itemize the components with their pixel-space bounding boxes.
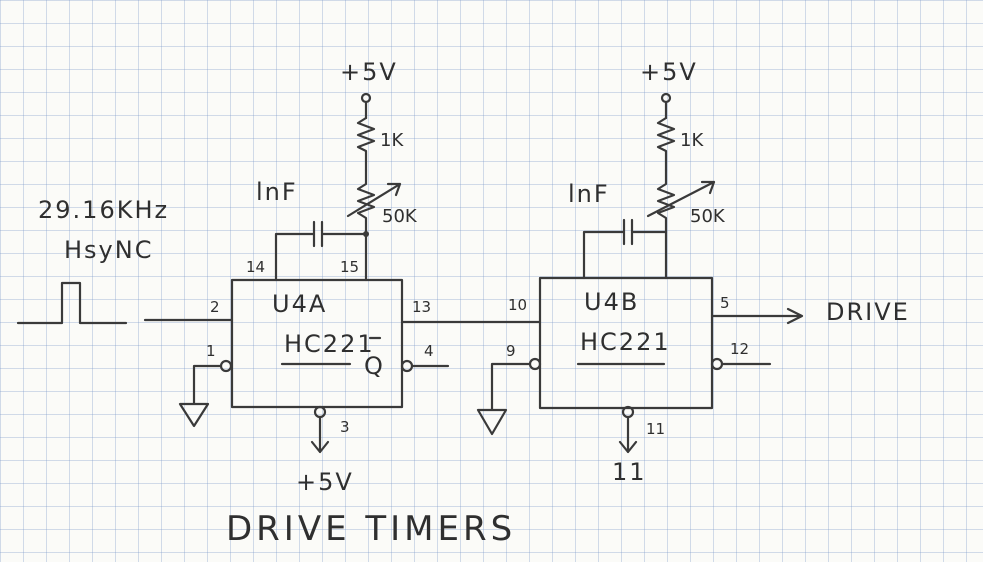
diagram-title: DRIVE TIMERS <box>226 509 516 549</box>
u4a-pin2-label: 2 <box>210 298 220 316</box>
u4a-pin1-label: 1 <box>206 342 216 360</box>
u4a-ground-symbol <box>178 364 223 428</box>
hsync-pulse-waveform <box>16 281 128 325</box>
hsync-name-label: HsyNC <box>64 236 153 264</box>
chip-u4a-qbar-label: Q <box>364 352 385 380</box>
chip-u4a-name: U4A <box>272 290 327 318</box>
chip-u4a-part: HC221 <box>284 330 375 358</box>
u4a-pin4-bubble <box>400 359 414 373</box>
u4a-resistor-label: 1K <box>380 130 404 151</box>
u4a-pin1-bubble <box>219 359 233 373</box>
u4b-ground-symbol <box>476 362 532 436</box>
u4a-pin14-label: 14 <box>246 258 265 276</box>
u4a-pin4-label: 4 <box>424 342 434 360</box>
u4a-resistor-1k <box>356 116 376 172</box>
u4b-pin11-label: 11 <box>646 420 665 438</box>
u4a-clear-supply-label: +5V <box>296 468 354 496</box>
u4b-pin10-label: 10 <box>508 296 527 314</box>
u4a-pin15-label: 15 <box>340 258 359 276</box>
u4b-pin5-label: 5 <box>720 294 730 312</box>
u4b-capacitor-label: lnF <box>568 180 610 208</box>
u4b-pin12-label: 12 <box>730 340 749 358</box>
u4a-pot-label: 50K <box>382 206 418 227</box>
drive-output-arrow <box>710 307 804 325</box>
u4b-pot-label: 50K <box>690 206 726 227</box>
u4b-resistor-label: 1K <box>680 130 704 151</box>
u4b-potentiometer-50k <box>656 168 676 234</box>
drive-output-label: DRIVE <box>826 298 910 326</box>
chip-u4b-name: U4B <box>584 288 639 316</box>
u4b-pin9-label: 9 <box>506 342 516 360</box>
hsync-frequency-label: 29.16KHz <box>38 196 169 224</box>
u4a-pin3-label: 3 <box>340 418 350 436</box>
u4a-potentiometer-50k <box>356 168 376 234</box>
u4a-supply-label: +5V <box>340 58 398 86</box>
u4a-capacitor <box>274 220 368 282</box>
chip-u4b-part: HC221 <box>580 328 671 356</box>
u4b-clear-target-label: 11 <box>612 458 647 486</box>
u4a-pin3-bubble <box>313 405 327 419</box>
u4b-resistor-1k <box>656 116 676 172</box>
u4a-pin13-label: 13 <box>412 298 431 316</box>
u4b-supply-terminal <box>660 92 672 104</box>
u4b-pin12-bubble <box>710 357 724 371</box>
u4b-pin9-bubble <box>528 357 542 371</box>
u4b-supply-label: +5V <box>640 58 698 86</box>
u4a-supply-terminal <box>360 92 372 104</box>
u4b-capacitor <box>582 218 668 280</box>
u4a-capacitor-label: lnF <box>256 178 298 206</box>
